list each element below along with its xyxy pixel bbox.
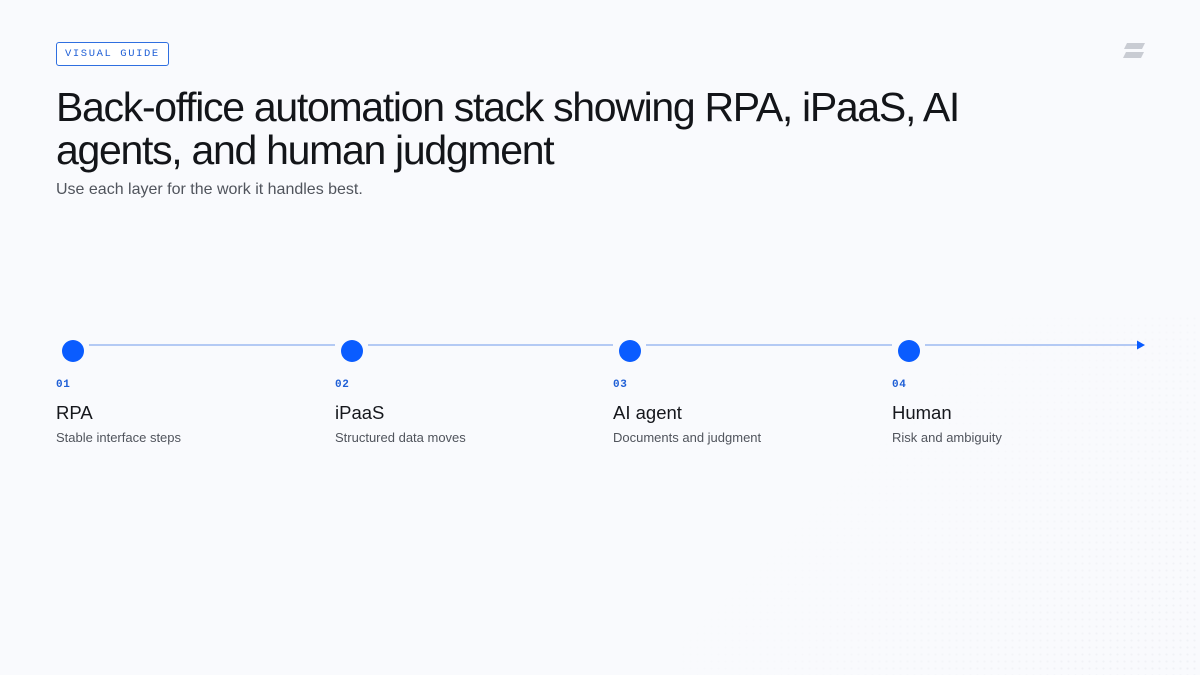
- visual-guide-badge: VISUAL GUIDE: [56, 42, 169, 66]
- step-number: 02: [335, 379, 350, 391]
- timeline: [62, 340, 1145, 362]
- arrowhead-icon: [1137, 340, 1145, 350]
- step-rpa: 01 RPA Stable interface steps: [56, 378, 306, 446]
- step-marker-4: [898, 340, 920, 362]
- step-title: AI agent: [613, 402, 682, 423]
- page-subtitle: Use each layer for the work it handles b…: [56, 181, 363, 198]
- step-number: 01: [56, 379, 71, 391]
- step-marker-2: [341, 340, 363, 362]
- step-human: 04 Human Risk and ambiguity: [892, 378, 1142, 446]
- step-title: RPA: [56, 402, 93, 423]
- step-title: iPaaS: [335, 402, 385, 423]
- step-number: 04: [892, 379, 907, 391]
- step-number: 03: [613, 379, 628, 391]
- layered-slashes-icon: [1123, 43, 1145, 58]
- step-ipaas: 02 iPaaS Structured data moves: [335, 378, 585, 446]
- step-marker-1: [62, 340, 84, 362]
- page-title: Back-office automation stack showing RPA…: [56, 84, 960, 173]
- step-marker-3: [619, 340, 641, 362]
- step-description: Risk and ambiguity: [892, 430, 1002, 445]
- step-description: Documents and judgment: [613, 430, 762, 445]
- step-description: Structured data moves: [335, 430, 466, 445]
- step-title: Human: [892, 402, 952, 423]
- step-description: Stable interface steps: [56, 430, 182, 445]
- step-ai-agent: 03 AI agent Documents and judgment: [613, 378, 863, 446]
